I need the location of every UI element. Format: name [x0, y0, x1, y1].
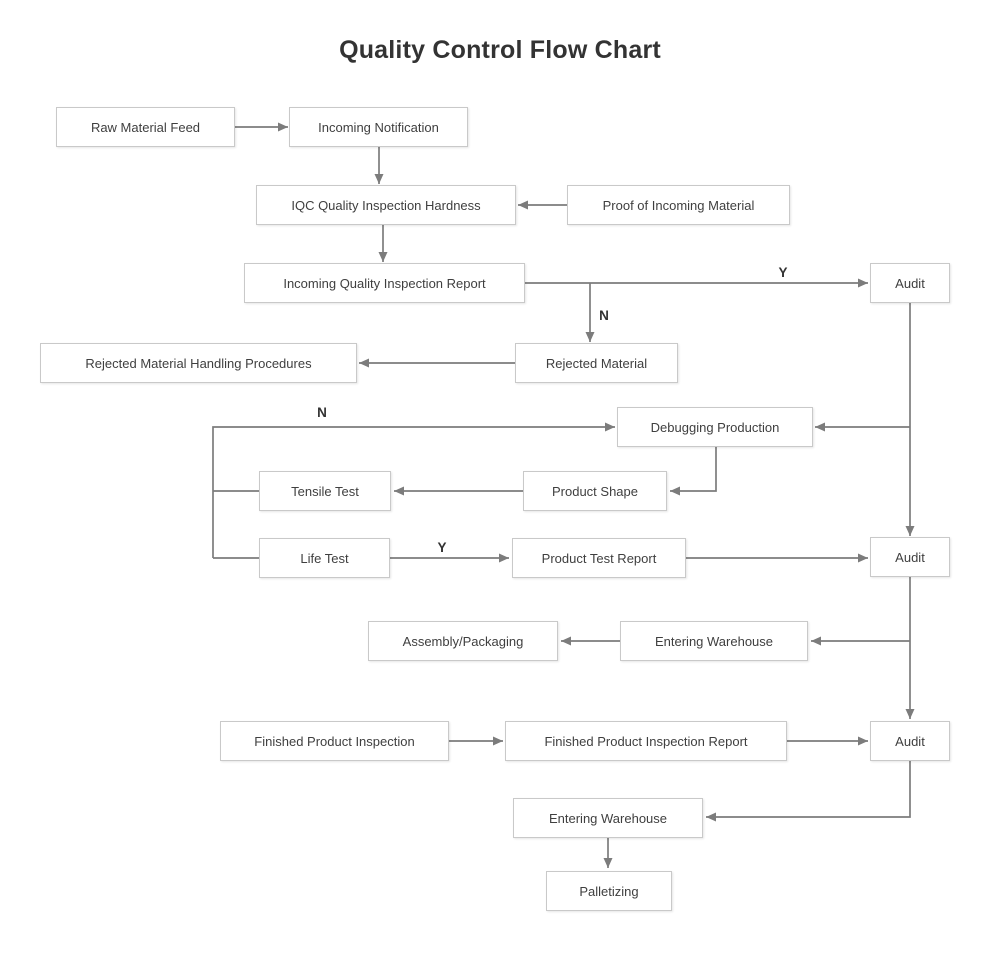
edge-debugging-to-productshape	[670, 447, 717, 496]
edge-label-yes-testreport: Y	[437, 540, 446, 555]
node-entering-warehouse-2: Entering Warehouse	[513, 798, 703, 838]
node-incoming-notification: Incoming Notification	[289, 107, 468, 147]
edge-tests-to-debugging	[212, 422, 615, 558]
node-palletizing: Palletizing	[546, 871, 672, 911]
page-title: Quality Control Flow Chart	[339, 36, 661, 64]
node-audit-2: Audit	[870, 537, 950, 577]
node-finished-product-inspection: Finished Product Inspection	[220, 721, 449, 761]
node-life-test: Life Test	[259, 538, 390, 578]
node-tensile-test: Tensile Test	[259, 471, 391, 511]
node-incoming-quality-inspection-report: Incoming Quality Inspection Report	[244, 263, 525, 303]
edge-label-no-debugging: N	[317, 405, 327, 420]
node-raw-material-feed: Raw Material Feed	[56, 107, 235, 147]
edge-label-no-rejected: N	[599, 308, 609, 323]
node-finished-product-inspection-report: Finished Product Inspection Report	[505, 721, 787, 761]
node-rejected-material: Rejected Material	[515, 343, 678, 383]
node-iqc-quality-inspection-hardness: IQC Quality Inspection Hardness	[256, 185, 516, 225]
node-entering-warehouse-1: Entering Warehouse	[620, 621, 808, 661]
node-product-test-report: Product Test Report	[512, 538, 686, 578]
edge-audit3-to-warehouse2	[706, 761, 911, 822]
node-rejected-material-handling-procedures: Rejected Material Handling Procedures	[40, 343, 357, 383]
edge-label-yes-audit1: Y	[778, 265, 787, 280]
node-audit-3: Audit	[870, 721, 950, 761]
node-audit-1: Audit	[870, 263, 950, 303]
node-product-shape: Product Shape	[523, 471, 667, 511]
node-proof-of-incoming-material: Proof of Incoming Material	[567, 185, 790, 225]
node-assembly-packaging: Assembly/Packaging	[368, 621, 558, 661]
node-debugging-production: Debugging Production	[617, 407, 813, 447]
